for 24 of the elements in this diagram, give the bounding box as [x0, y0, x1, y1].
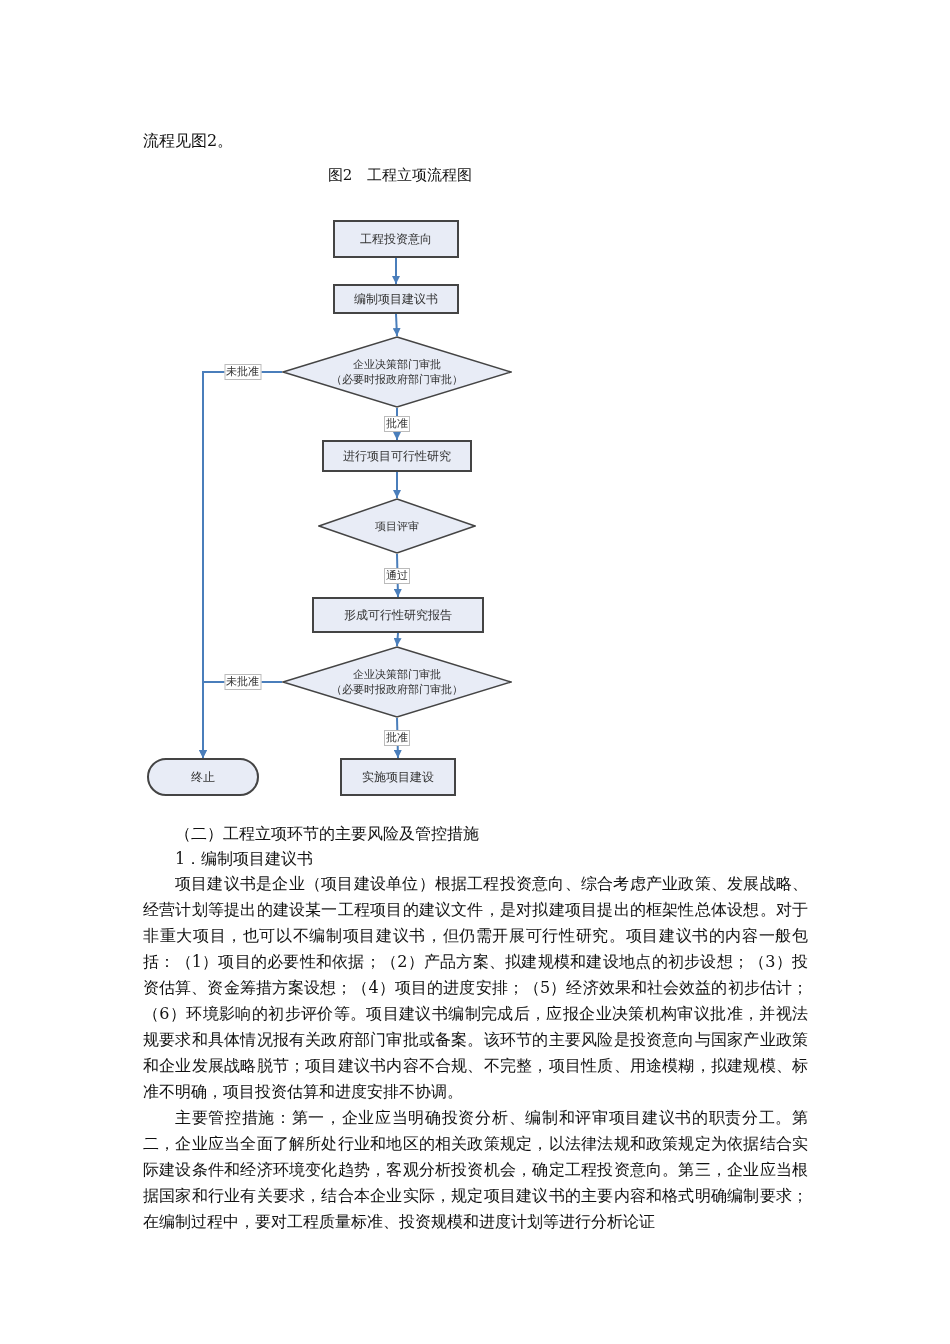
arrow [393, 471, 401, 499]
decision-diamond: 项目评审 [318, 498, 476, 554]
arrow [393, 632, 402, 647]
process-box: 实施项目建设 [340, 758, 456, 796]
edge-label: 批准 [384, 416, 410, 432]
process-box: 工程投资意向 [333, 220, 459, 258]
arrow [392, 313, 401, 337]
decision-diamond: 企业决策部门审批（必要时报政府部门审批） [282, 336, 512, 408]
process-box: 形成可行性研究报告 [312, 597, 484, 633]
body-paragraph: 项目建议书是企业（项目建设单位）根据工程投资意向、综合考虑产业政策、发展战略、经营计划等提出的建设某一工程项目的建议文件，是对拟建项目提出的框架性总体设想。对于非重大项目，也可以不编制项目建议书，但仍需开展可行性研究。项目建议书的内容一般包括：（1）项目的必要性和依据；（2）产品方案、拟建规模和建设地点的初步设想；（3）投资估算、资金筹措方案设想；（4）项目的进度安排；（5）经济效果和社会效益的初步估计；（6）环境影响的初步评价等。项目建议书编制完成后，应报企业决策机构审议批准，并视法规要求和具体情况报有关政府部门审批或备案。该环节的主要风险是投资意向与国家产业政策和企业发展战略脱节；项目建议书内容不合规、不完整，项目性质、用途模糊，拟建规模、标准不明确，项目投资估算和进度安排不协调。 [143, 873, 808, 1103]
arrow [392, 257, 400, 285]
process-box: 编制项目建议书 [333, 284, 459, 314]
section-heading: （二）工程立项环节的主要风险及管控措施 [175, 823, 480, 845]
figure-title: 图2 工程立项流程图 [326, 166, 474, 185]
edge-label: 未批准 [224, 674, 261, 690]
edge-label: 批准 [384, 730, 410, 746]
body-text: 流程见图2。 [143, 130, 235, 152]
terminator-box: 终止 [147, 758, 259, 796]
edge-label: 未批准 [224, 364, 261, 380]
edge-label: 通过 [384, 567, 410, 584]
section-heading: 1．编制项目建议书 [175, 848, 315, 870]
decision-diamond: 企业决策部门审批（必要时报政府部门审批） [282, 646, 512, 718]
body-paragraph: 主要管控措施：第一，企业应当明确投资分析、编制和评审项目建议书的职责分工。第二，企业应当全面了解所处行业和地区的相关政策规定，以法律法规和政策规定为依据结合实际建设条件和经济环境变化趋势，客观分析投资机会，确定工程投资意向。第三，企业应当根据国家和行业有关要求，结合本企业实际，规定项目建议书的主要内容和格式明确编制要求；在编制过程中，要对工程质量标准、投资规模和进度计划等进行分析论证 [143, 1107, 808, 1233]
process-box: 进行项目可行性研究 [322, 440, 472, 472]
